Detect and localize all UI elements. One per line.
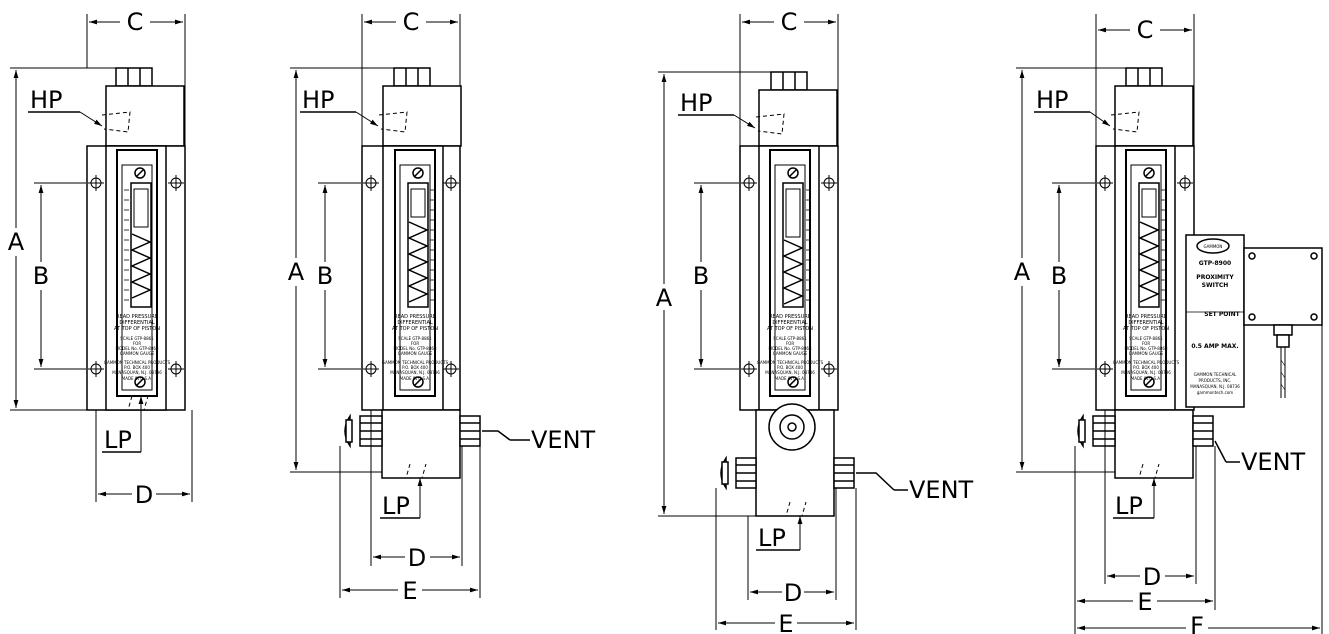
switch-company-4: gammontech.com	[1197, 390, 1233, 395]
switch-amp: 0.5 AMP MAX.	[1191, 343, 1238, 350]
view-4-gauge-with-switch	[1016, 14, 1323, 634]
dim-label-c: C	[127, 8, 144, 36]
dim-label-a: A	[656, 284, 673, 312]
label-town: MANASQUAN, N.J. 08736	[112, 370, 162, 375]
label-town: MANASQUAN, N.J. 08736	[1121, 370, 1171, 375]
label-at-top-of-piston: AT TOP OF PISTON	[392, 326, 438, 332]
label-lp: LP	[104, 426, 132, 454]
label-model: MODEL No. GTP-8868	[116, 346, 159, 351]
label-hp: HP	[1036, 86, 1069, 114]
label-scale: SCALE GTP-8861	[1129, 336, 1163, 341]
dim-label-b: B	[33, 262, 49, 290]
label-gammon-gauge: GAMMON GAUGE	[398, 351, 433, 356]
label-for: FOR	[786, 341, 794, 346]
dim-label-d: D	[408, 544, 426, 572]
label-differential: DIFFERENTIAL	[1128, 320, 1164, 326]
label-model: MODEL No. GTP-8868	[394, 346, 437, 351]
view-1-dimension-labels: C HP A B LP D	[8, 8, 153, 509]
label-scale: SCALE GTP-8861	[398, 336, 432, 341]
label-gammon-gauge: GAMMON GAUGE	[773, 351, 808, 356]
label-differential: DIFFERENTIAL	[119, 320, 155, 326]
dim-label-a: A	[8, 228, 25, 256]
dim-label-e: E	[778, 610, 793, 634]
label-read-pressure: READ PRESSURE	[1125, 314, 1167, 320]
label-company: GAMMON TECHNICAL PRODUCTS	[757, 360, 824, 365]
label-town: MANASQUAN, N.J. 08736	[390, 370, 440, 375]
dim-label-c: C	[781, 8, 798, 36]
label-made-in: MADE IN U.S.A.	[400, 376, 430, 381]
switch-set-point: SET POINT	[1204, 311, 1240, 318]
label-hp: HP	[302, 86, 335, 114]
label-lp: LP	[1115, 492, 1143, 520]
label-differential: DIFFERENTIAL	[397, 320, 433, 326]
label-read-pressure: READ PRESSURE	[116, 314, 158, 320]
view-4-gauge-plate-text: READ PRESSURE DIFFERENTIAL AT TOP OF PIS…	[1113, 314, 1180, 381]
label-gammon-gauge: GAMMON GAUGE	[1129, 351, 1164, 356]
label-vent: VENT	[531, 426, 596, 454]
switch-proximity: PROXIMITY	[1196, 274, 1234, 281]
view-3-gauge-with-valve	[658, 14, 908, 630]
label-gammon-gauge: GAMMON GAUGE	[120, 351, 155, 356]
label-for: FOR	[1142, 341, 1150, 346]
label-made-in: MADE IN U.S.A.	[122, 376, 152, 381]
label-at-top-of-piston: AT TOP OF PISTON	[767, 326, 813, 332]
label-po-box: P.O. BOX 400	[777, 365, 803, 370]
switch-brand: GAMMON	[1204, 244, 1223, 249]
dim-label-c: C	[1137, 16, 1154, 44]
switch-company-1: GAMMON TECHNICAL	[1194, 372, 1238, 377]
view-2-gauge-with-vent	[290, 14, 530, 598]
view-2-dimension-labels: C HP A B VENT LP D E	[288, 8, 596, 605]
dim-label-a: A	[1014, 258, 1031, 286]
label-made-in: MADE IN U.S.A.	[775, 376, 805, 381]
dim-label-e: E	[1137, 588, 1152, 616]
dim-label-c: C	[403, 8, 420, 36]
label-scale: SCALE GTP-8861	[773, 336, 807, 341]
view-4-dimension-labels: C HP A B VENT LP D E F	[1014, 16, 1306, 634]
switch-switch: SWITCH	[1202, 282, 1229, 289]
label-at-top-of-piston: AT TOP OF PISTON	[114, 326, 160, 332]
dim-label-b: B	[693, 262, 709, 290]
label-read-pressure: READ PRESSURE	[769, 314, 811, 320]
label-model: MODEL No. GTP-8868	[1125, 346, 1168, 351]
view-2-gauge-plate-text: READ PRESSURE DIFFERENTIAL AT TOP OF PIS…	[382, 314, 449, 381]
dim-label-d: D	[135, 481, 153, 509]
label-differential: DIFFERENTIAL	[772, 320, 808, 326]
label-vent: VENT	[1241, 448, 1306, 476]
dim-label-d: D	[1143, 563, 1161, 591]
label-po-box: P.O. BOX 400	[402, 365, 428, 370]
label-scale: SCALE GTP-8861	[120, 336, 154, 341]
dim-label-d: D	[784, 579, 802, 607]
label-company: GAMMON TECHNICAL PRODUCTS	[104, 360, 171, 365]
view-3-dimension-labels: C HP A B VENT LP D E	[656, 8, 974, 634]
label-read-pressure: READ PRESSURE	[394, 314, 436, 320]
label-made-in: MADE IN U.S.A.	[1131, 376, 1161, 381]
label-po-box: P.O. BOX 400	[124, 365, 150, 370]
proximity-switch-plate-text: GAMMON GTP-8900 PROXIMITY SWITCH SET POI…	[1190, 244, 1240, 395]
dim-label-f: F	[1190, 612, 1204, 634]
view-1-gauge-plate-text: READ PRESSURE DIFFERENTIAL AT TOP OF PIS…	[104, 314, 171, 381]
switch-company-2: PRODUCTS, INC.	[1199, 378, 1232, 383]
label-for: FOR	[133, 341, 141, 346]
view-3-gauge-plate-text: READ PRESSURE DIFFERENTIAL AT TOP OF PIS…	[757, 314, 824, 381]
label-hp: HP	[680, 89, 713, 117]
label-lp: LP	[758, 524, 786, 552]
label-vent: VENT	[909, 476, 974, 504]
label-lp: LP	[382, 492, 410, 520]
dim-label-a: A	[288, 258, 305, 286]
label-for: FOR	[411, 341, 419, 346]
label-at-top-of-piston: AT TOP OF PISTON	[1123, 326, 1169, 332]
dim-label-b: B	[1051, 262, 1067, 290]
label-po-box: P.O. BOX 400	[1133, 365, 1159, 370]
label-hp: HP	[30, 86, 63, 114]
switch-model: GTP-8900	[1199, 260, 1231, 267]
switch-company-3: MANASQUAN, N.J. 08736	[1190, 384, 1240, 389]
label-model: MODEL No. GTP-8868	[769, 346, 812, 351]
label-company: GAMMON TECHNICAL PRODUCTS	[1113, 360, 1180, 365]
dim-label-e: E	[402, 577, 417, 605]
label-town: MANASQUAN, N.J. 08736	[765, 370, 815, 375]
dim-label-b: B	[317, 262, 333, 290]
view-1-basic-gauge	[10, 14, 193, 502]
label-company: GAMMON TECHNICAL PRODUCTS	[382, 360, 449, 365]
